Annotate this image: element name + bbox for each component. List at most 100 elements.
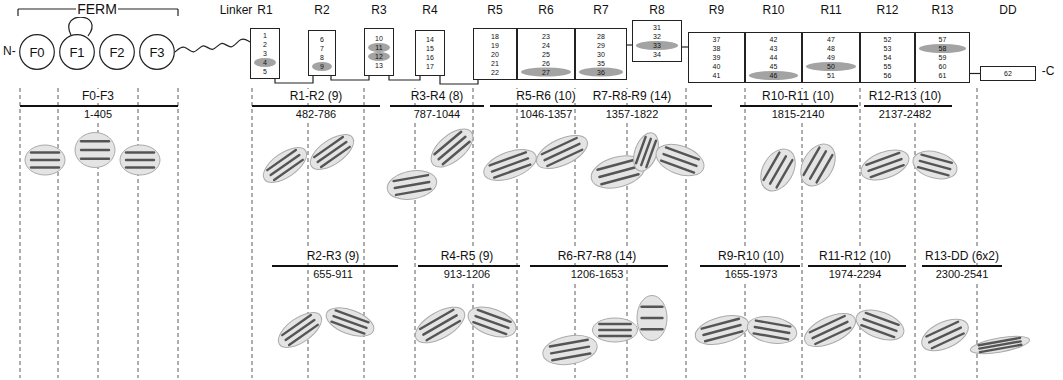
residue-range: 482-786 — [295, 108, 337, 121]
surface — [745, 313, 799, 347]
fragment-name: F0-F3 — [81, 89, 115, 103]
domain-name: R6 — [538, 3, 553, 17]
structure-cartoon — [800, 307, 861, 354]
terminus-label: N- — [2, 44, 17, 58]
fragment-bars — [20, 106, 1002, 266]
helix-number: 57 — [939, 35, 947, 44]
binding-site-helix — [254, 58, 276, 67]
structure-cartoon — [917, 313, 973, 358]
structure-cartoon — [540, 331, 599, 368]
helix — [336, 310, 369, 322]
linker-line — [175, 39, 250, 52]
residue-range: 2137-2482 — [878, 108, 933, 121]
structure-cartoon — [857, 144, 913, 186]
helix-number: 11 — [375, 43, 382, 52]
structure-cartoon — [464, 301, 520, 343]
structure-cartoon — [258, 141, 313, 189]
residue-range: 1046-1357 — [519, 108, 574, 121]
surface — [637, 296, 667, 341]
helix-number: 17 — [426, 62, 434, 71]
surface — [410, 300, 471, 350]
structure-cartoon — [424, 122, 479, 174]
helix-number: 58 — [939, 44, 947, 53]
helix-number: 4 — [263, 58, 267, 67]
rod-domain-box: R135758596061 — [915, 32, 970, 83]
surface — [305, 128, 360, 176]
helix-number: 6 — [320, 35, 324, 44]
helix — [804, 148, 820, 175]
dashed-guides — [20, 88, 977, 378]
helix — [817, 155, 833, 182]
helix-number: 41 — [713, 71, 721, 80]
helix-number: 34 — [653, 50, 661, 59]
rod-domain-box: R26789 — [308, 30, 336, 76]
fragment-name: R9-R10 (10) — [717, 249, 785, 263]
structure-cartoon — [745, 313, 799, 347]
helix — [642, 317, 663, 319]
surface — [120, 145, 160, 175]
helix — [918, 167, 948, 175]
helix — [552, 354, 590, 361]
helix — [494, 165, 530, 178]
structure-cartoon — [532, 129, 593, 176]
helix — [473, 322, 506, 334]
helix — [861, 325, 894, 337]
helix — [926, 322, 958, 337]
helix — [705, 331, 742, 341]
domain-name: R2 — [314, 3, 329, 17]
helix-number: 8 — [320, 53, 324, 62]
helix-number: 47 — [827, 35, 835, 44]
surface — [857, 144, 913, 186]
helix — [547, 150, 582, 166]
terminus-label: -C — [1041, 64, 1056, 78]
helix-number: 45 — [770, 62, 778, 71]
residue-range: 1357-1822 — [605, 108, 660, 121]
helix — [81, 149, 109, 151]
surface — [25, 145, 65, 175]
structure-cartoon — [754, 143, 802, 197]
structure-cartoon — [322, 302, 377, 342]
structure-cartoon — [852, 304, 908, 346]
helix — [550, 340, 588, 347]
helix — [81, 140, 109, 142]
domain-name: R12 — [876, 3, 898, 17]
helix — [810, 151, 826, 178]
rod-domain-box: R93738394041 — [688, 32, 745, 83]
subdomain-name: F2 — [109, 45, 124, 60]
domain-link — [275, 76, 313, 83]
domain-name: R9 — [709, 3, 724, 17]
ferm-subdomain: F3 — [139, 34, 175, 70]
circle-shape — [60, 35, 95, 70]
helix-number: 48 — [827, 44, 835, 53]
surface — [593, 318, 638, 342]
circle-shape — [100, 35, 135, 70]
helix — [599, 335, 631, 337]
surface — [652, 138, 709, 181]
helix-number: 53 — [884, 44, 892, 53]
fragment-name: R2-R3 (9) — [306, 249, 361, 263]
rod-domain-box: R831323334 — [632, 20, 682, 62]
helix-number: 25 — [542, 50, 550, 59]
circle-shape — [20, 35, 55, 70]
residue-range: 1974-2294 — [828, 268, 883, 281]
helix — [492, 158, 528, 171]
helix-number: 35 — [597, 59, 605, 68]
surface — [322, 302, 377, 342]
circle-shape — [140, 35, 175, 70]
helix — [929, 328, 961, 343]
helix-number: 36 — [597, 68, 605, 77]
domain-name: R7 — [593, 3, 608, 17]
fragment-name: R5-R6 (10) — [515, 89, 576, 103]
surface — [75, 133, 115, 168]
helix-number: 22 — [491, 68, 499, 77]
helix — [490, 152, 526, 165]
surface — [692, 310, 752, 349]
helix-number: 20 — [491, 50, 499, 59]
surface — [273, 306, 328, 354]
structure-cartoon — [305, 128, 360, 176]
domain-name: R3 — [371, 3, 386, 17]
residue-range: 1815-2140 — [771, 108, 826, 121]
helix — [980, 345, 1021, 352]
fragment-name: R3-R4 (8) — [410, 89, 465, 103]
helix-number: 52 — [884, 35, 892, 44]
